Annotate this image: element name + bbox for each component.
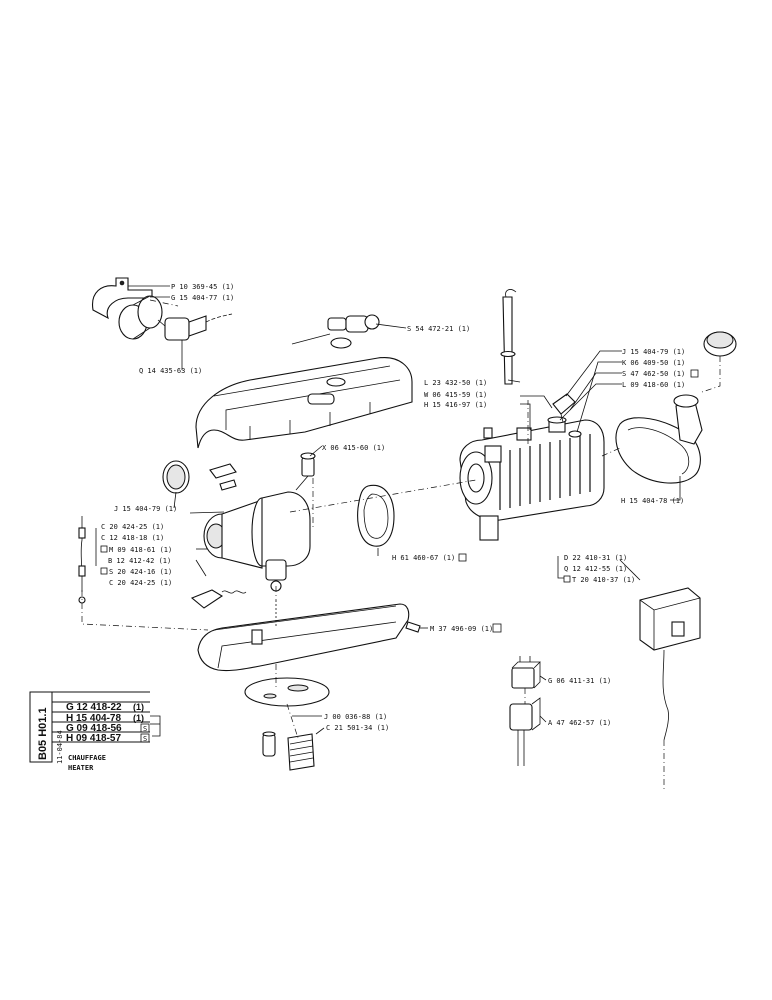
callout-m37496-09: M 37 496-09 (1) [430,625,493,633]
control-box-part [639,587,701,741]
sensor-part [291,314,380,349]
ref-row-1: G 12 418-22 [66,702,122,713]
filter-cap-part [703,331,737,357]
callout-c20424-25a: C 20 424-25 (1) [101,523,164,531]
kit-symbol [563,575,571,583]
rod-part [500,289,517,385]
ref-qty-1: (1) [133,702,144,712]
relay-part [511,656,541,689]
kit-symbol [140,733,150,743]
leader-lines [95,285,681,735]
ref-qty-3: S [143,725,147,733]
title-fr: CHAUFFAGE [68,754,106,762]
callout-p10369-45: P 10 369-45 (1) [171,283,234,291]
small-connector-part [209,463,237,491]
grommet-part [118,295,163,340]
callout-c20424-25b: C 20 424-25 (1) [109,579,172,587]
gasket-ring-part [357,484,395,547]
ref-row-2: H 15 404-78 [66,713,121,724]
assembly-lines [81,299,721,790]
sleeve-part [262,731,276,757]
callout-m09418-61: M 09 418-61 (1) [109,546,172,554]
callout-q14435-63: Q 14 435-63 (1) [139,367,202,375]
callout-h15404-78: H 15 404-78 (1) [621,497,684,505]
title-block: B05 H01.1 11-04-84 G 12 418-22 (1) H 15 … [29,691,161,772]
ref-row-3: G 09 418-56 [66,723,122,734]
kit-symbol [690,369,699,378]
callout-s54472-21: S 54 472-21 (1) [407,325,470,333]
callout-d22410-31: D 22 410-31 (1) [564,554,627,562]
flex-hose-part [287,733,315,771]
clamp-part [92,277,153,320]
lower-cover-part [197,600,410,672]
kit-symbol [100,567,108,575]
kit-symbol [140,723,150,733]
upper-cover-part [195,357,413,449]
callout-w06415-59: W 06 415-59 (1) [424,391,487,399]
callout-x06415-60: X 06 415-60 (1) [322,444,385,452]
elbow-duct-part [615,394,703,484]
ref-qty-4: S [143,735,147,743]
callout-h61460-67: H 61 460-67 (1) [392,554,455,562]
kit-symbol [100,545,108,553]
base-plate-part [244,677,330,707]
callout-labels: P 10 369-45 (1) G 15 404-77 (1) Q 14 435… [100,283,699,732]
callout-a47462-57: A 47 462-57 (1) [548,719,611,727]
callout-j00036-88: J 00 036-88 (1) [324,713,387,721]
glow-plug-part [295,452,316,491]
wiring-harness-part [78,516,86,604]
callout-c12418-18: C 12 418-18 (1) [101,534,164,542]
air-filter-part [162,460,190,494]
callout-c21501-34: C 21 501-34 (1) [326,724,389,732]
callout-s47462-50: S 47 462-50 (1) [622,370,685,378]
blower-assembly-part [189,491,311,592]
screw-part [405,621,421,633]
sheet-code: B05 H01.1 [37,707,49,760]
title-en: HEATER [68,764,94,772]
callout-t20410-37: T 20 410-37 (1) [572,576,635,584]
valve-part [157,313,233,341]
callout-l23432-50: L 23 432-50 (1) [424,379,487,387]
callout-k06409-50: K 06 409-50 (1) [622,359,685,367]
ref-row-4: H 09 418-57 [66,733,121,744]
callout-l09418-60: L 09 418-60 (1) [622,381,685,389]
callout-h15416-97: H 15 416-97 (1) [424,401,487,409]
callout-b12412-42: B 12 412-42 (1) [108,557,171,565]
small-cap-part [568,430,582,438]
plug-connector-part [509,697,541,766]
callout-j15404-79a: J 15 404-79 (1) [622,348,685,356]
clip-part [190,589,247,609]
callout-g06411-31: G 06 411-31 (1) [548,677,611,685]
callout-s20424-16: S 20 424-16 (1) [109,568,172,576]
kit-symbol [492,623,502,633]
sheet-date: 11-04-84 [56,730,64,764]
callout-j15404-79b: J 15 404-79 (1) [114,505,177,513]
ref-qty-2: (1) [133,713,144,723]
callout-q12412-55: Q 12 412-55 (1) [564,565,627,573]
callout-g15404-77: G 15 404-77 (1) [171,294,234,302]
kit-symbol [458,553,467,562]
heat-exchanger-part [459,416,605,541]
